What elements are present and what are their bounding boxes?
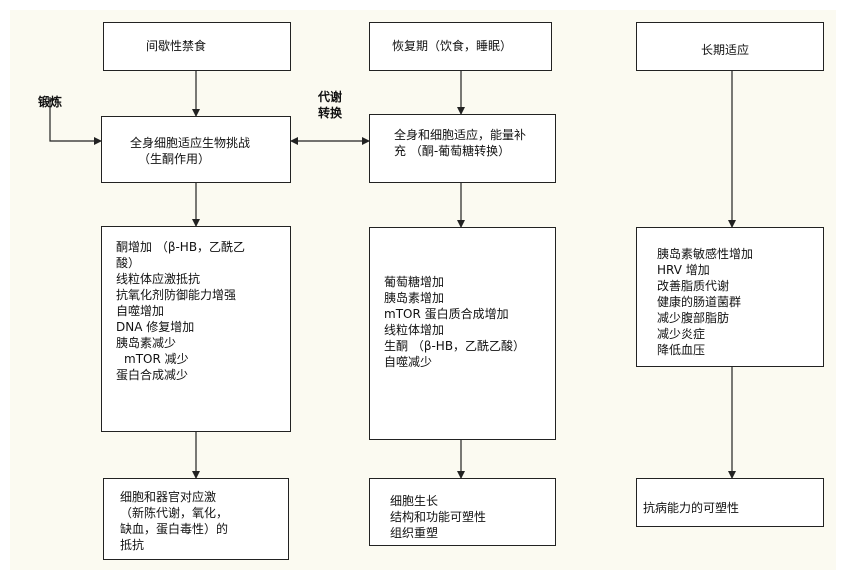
outcome-line: 细胞和器官对应激	[120, 490, 217, 504]
label-switch: 转换	[318, 106, 343, 120]
effect-item: 线粒体应激抵抗	[116, 272, 201, 286]
effect-item: 健康的肠道菌群	[657, 295, 742, 309]
challenge-line: 全身细胞适应生物挑战	[130, 136, 251, 150]
challenge-line: （生酮作用）	[138, 152, 211, 166]
effect-item: 胰岛素减少	[116, 336, 177, 350]
effect-item: 自噬减少	[384, 355, 433, 369]
outcome-line: （新陈代谢，氧化，	[120, 506, 229, 520]
box-disease-resistance: 抗病能力的可塑性	[636, 478, 824, 527]
label-exercise: 锻炼	[38, 95, 63, 109]
box-stress-resistance: 细胞和器官对应激 （新陈代谢，氧化， 缺血，蛋白毒性）的 抵抗	[103, 478, 289, 560]
header-recovery-period: 恢复期（饮食，睡眠）	[392, 39, 513, 53]
outcome-line: 缺血，蛋白毒性）的	[120, 522, 229, 536]
effect-item: 减少腹部脂肪	[657, 311, 730, 325]
box-tissue-remodeling: 细胞生长 结构和功能可塑性 组织重塑	[369, 478, 556, 546]
adaptation-line: 全身和细胞适应，能量补	[394, 128, 527, 142]
outcome-line: 结构和功能可塑性	[390, 510, 487, 524]
adaptation-line: 充 （酮-葡萄糖转换）	[394, 144, 511, 158]
box-intermittent-fasting: 间歇性禁食	[103, 22, 291, 71]
box-long-term-adaptation: 长期适应	[636, 22, 824, 71]
effect-item: 蛋白合成减少	[116, 368, 189, 382]
effect-item: 降低血压	[657, 343, 706, 357]
effect-item: 减少炎症	[657, 327, 706, 341]
effect-item: 生酮 （β-HB，乙酰乙酸）	[384, 339, 526, 353]
box-recovery-effects: 葡萄糖增加 胰岛素增加 mTOR 蛋白质合成增加 线粒体增加 生酮 （β-HB，…	[369, 227, 556, 440]
header-intermittent-fasting: 间歇性禁食	[146, 39, 207, 53]
outcome-line: 抵抗	[120, 538, 145, 552]
effect-item: 线粒体增加	[384, 323, 445, 337]
effect-item: 酮增加 （β-HB，乙酰乙	[116, 240, 246, 254]
arrow-exercise	[49, 97, 102, 145]
effect-item: HRV 增加	[657, 263, 710, 277]
box-long-term-effects: 胰岛素敏感性增加 HRV 增加 改善脂质代谢 健康的肠道菌群 减少腹部脂肪 减少…	[636, 227, 824, 367]
effect-item: 抗氧化剂防御能力增强	[116, 288, 237, 302]
effect-item: 胰岛素敏感性增加	[657, 247, 754, 261]
effect-item: 改善脂质代谢	[657, 279, 730, 293]
box-recovery-period: 恢复期（饮食，睡眠）	[369, 22, 552, 71]
outcome-line: 细胞生长	[390, 494, 439, 508]
label-metabolic: 代谢	[318, 90, 343, 104]
effect-item: mTOR 蛋白质合成增加	[384, 307, 509, 321]
box-energy-replenishment: 全身和细胞适应，能量补 充 （酮-葡萄糖转换）	[369, 114, 556, 183]
header-long-term-adaptation: 长期适应	[701, 43, 750, 57]
outcome-disease-resistance: 抗病能力的可塑性	[643, 501, 740, 515]
effect-item: 胰岛素增加	[384, 291, 445, 305]
effect-item: 葡萄糖增加	[384, 275, 445, 289]
outcome-line: 组织重塑	[390, 526, 439, 540]
effect-item: mTOR 减少	[124, 352, 189, 366]
effect-item: DNA 修复增加	[116, 320, 195, 334]
effect-item: 自噬增加	[116, 304, 165, 318]
box-biological-challenge: 全身细胞适应生物挑战 （生酮作用）	[101, 116, 291, 183]
box-fasting-effects: 酮增加 （β-HB，乙酰乙 酸） 线粒体应激抵抗 抗氧化剂防御能力增强 自噬增加…	[101, 226, 291, 432]
effect-item: 酸）	[116, 256, 141, 270]
